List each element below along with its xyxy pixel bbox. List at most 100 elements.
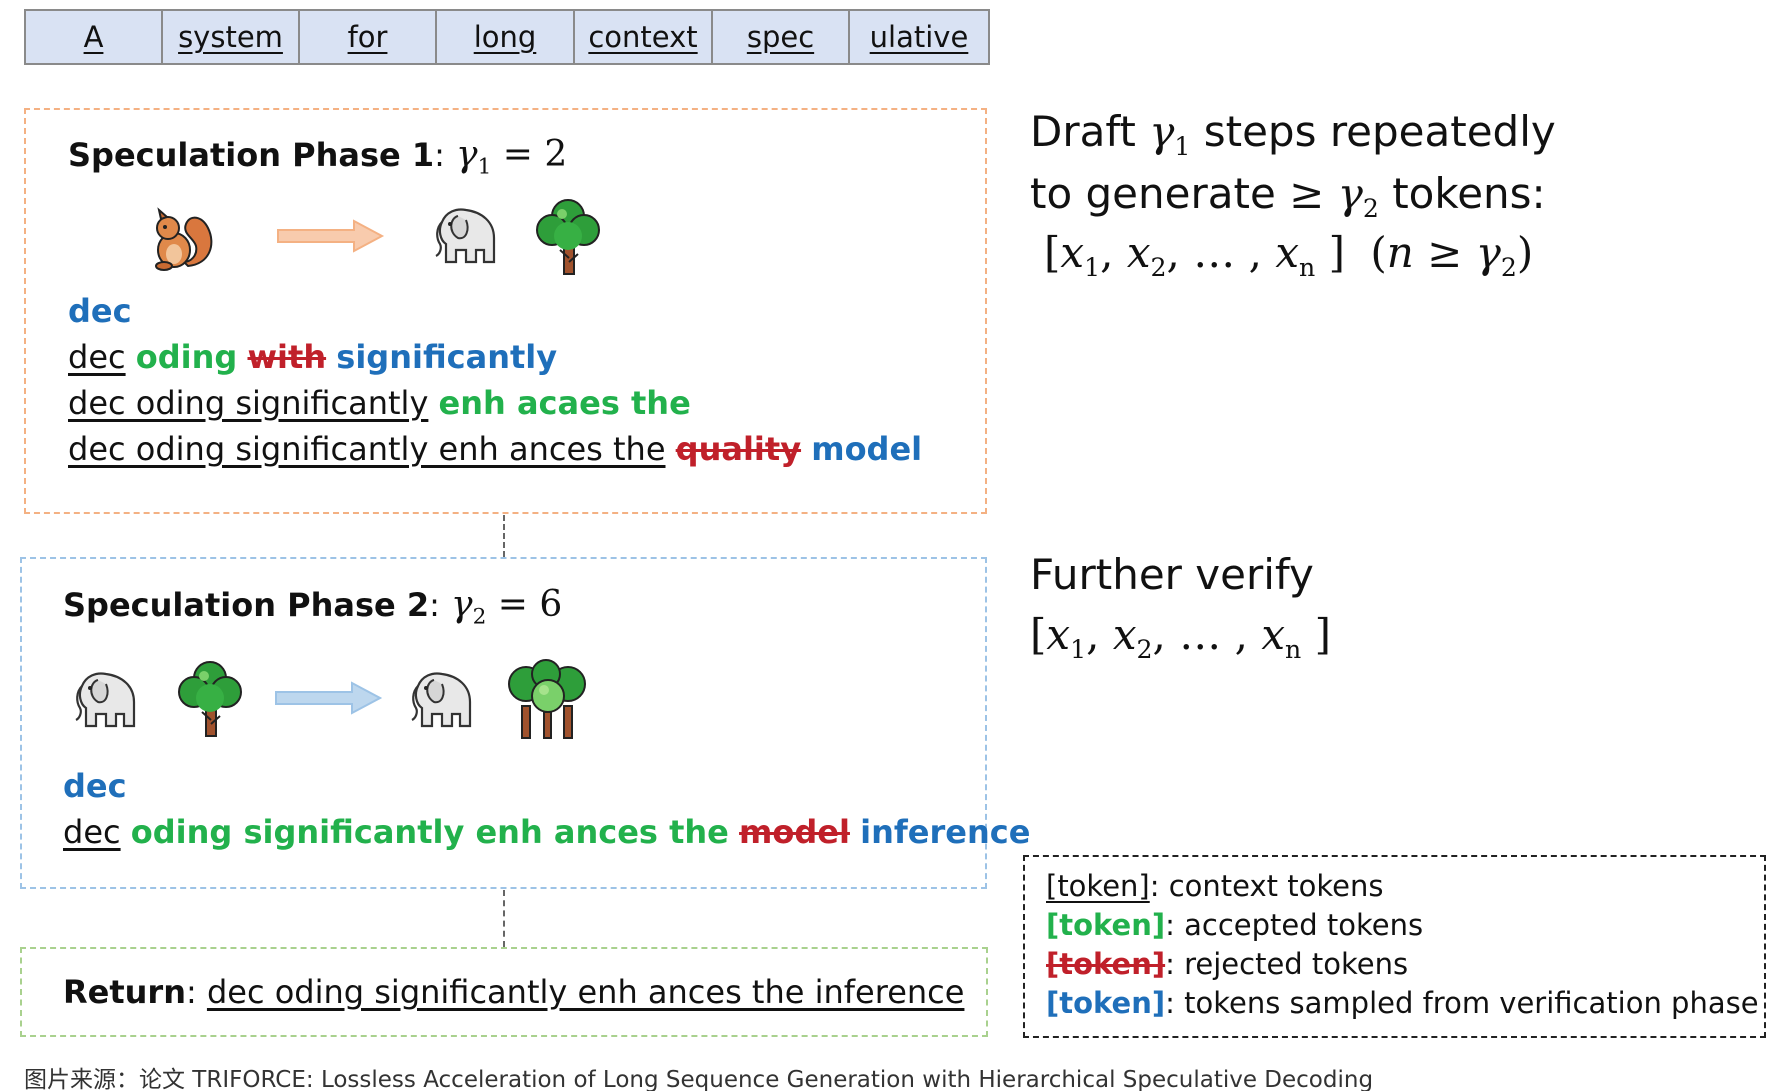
legend-context-desc: : context tokens [1149, 869, 1384, 903]
draft-line2-gamma-symbol: γ [1337, 169, 1363, 218]
context-token-cell: context [575, 11, 713, 63]
context-token-cell: long [437, 11, 575, 63]
phase-1-line-4: dec oding significantly enh ances the qu… [68, 430, 922, 468]
verify-formula: [x1, x2, … , xn ] [1030, 610, 1331, 664]
verify-xn: x [1261, 610, 1286, 659]
draft-line1-post: steps repeatedly [1203, 107, 1556, 156]
draft-explanation-line-1: Draft γ1 steps repeatedly [1030, 101, 1556, 178]
rejected-token: model [739, 813, 850, 851]
legend-accepted-desc: : accepted tokens [1165, 908, 1424, 942]
phase-2-gamma-value: = 6 [497, 584, 563, 625]
verify-x2: x [1112, 610, 1137, 659]
formula-x2-index: 2 [1150, 252, 1167, 282]
accepted-token: enh acaes the [438, 384, 691, 422]
arrow-right-icon [275, 681, 383, 715]
verify-x2-index: 2 [1136, 634, 1153, 664]
formula-bracket-close: ] [1328, 228, 1345, 277]
legend-row-accepted: [token]: accepted tokens [1046, 908, 1764, 947]
verify-sep1: , [1086, 610, 1100, 659]
speculation-phase-1-box [24, 108, 987, 514]
legend-box: [token]: context tokens [token]: accepte… [1023, 855, 1766, 1038]
forest-icon [508, 659, 586, 739]
phase-1-gamma-index: 1 [477, 154, 492, 180]
context-token: dec oding significantly enh ances the [68, 430, 666, 468]
phase-1-gamma: γ1 = 2 [456, 134, 568, 180]
formula-cond-gamma: γ [1475, 228, 1501, 277]
sampled-token: model [811, 430, 923, 468]
elephant-icon [435, 208, 496, 264]
legend-rejected-desc: : rejected tokens [1165, 947, 1409, 981]
phase-2-line-2: dec oding significantly enh ances the mo… [63, 813, 1030, 851]
formula-bracket-open: [ [1044, 228, 1061, 277]
return-line: Return: dec oding significantly enh ance… [63, 973, 964, 1011]
arrow-right-icon [277, 219, 385, 253]
phase-2-title: Speculation Phase 2: γ2 = 6 [63, 584, 562, 630]
formula-cond-gamma-index: 2 [1500, 252, 1517, 282]
tree-icon [536, 199, 600, 275]
phase-2-title-colon: : [429, 586, 440, 624]
context-token: dec [68, 338, 126, 376]
context-token-cell: for [300, 11, 437, 63]
formula-x2: x [1126, 228, 1151, 277]
phase-1-gamma-symbol: γ [456, 134, 478, 175]
formula-cond-n: n [1386, 228, 1414, 277]
return-label: Return [63, 973, 186, 1011]
accepted-token: oding significantly enh ances the [130, 813, 729, 851]
phase-1-title: Speculation Phase 1: γ1 = 2 [68, 134, 567, 180]
sampled-token: inference [860, 813, 1031, 851]
legend-rejected-swatch: [token] [1046, 947, 1166, 981]
return-box [20, 947, 988, 1037]
formula-dots: … , [1193, 228, 1262, 277]
verify-x1: x [1046, 610, 1071, 659]
phase-2-gamma-symbol: γ [451, 584, 473, 625]
draft-line2-geq: ≥ [1289, 169, 1325, 218]
draft-line1-gamma-index: 1 [1174, 131, 1191, 161]
legend-accepted-swatch: [token] [1046, 908, 1166, 942]
draft-line2-gamma-index: 2 [1362, 193, 1379, 223]
speculation-phase-2-box [20, 557, 987, 889]
legend-sampled-desc: : tokens sampled from verification phase [1165, 986, 1759, 1020]
formula-x1-index: 1 [1084, 252, 1101, 282]
phase-2-gamma-index: 2 [472, 604, 487, 630]
context-token-cell: system [163, 11, 300, 63]
legend-context-swatch: [token] [1046, 869, 1150, 903]
draft-line1-pre: Draft [1030, 107, 1136, 156]
formula-sep2: , [1166, 228, 1180, 277]
phase-connector-1 [503, 515, 505, 557]
tree-icon [178, 661, 242, 737]
formula-sep1: , [1100, 228, 1114, 277]
return-text: dec oding significantly enh ances the in… [206, 973, 965, 1011]
formula-xn: x [1275, 228, 1300, 277]
verify-sep2: , [1152, 610, 1166, 659]
phase-1-line-2: dec oding with significantly [68, 338, 557, 376]
context-token: dec [63, 813, 121, 851]
legend-row-context: [token]: context tokens [1046, 869, 1764, 908]
sampled-token: significantly [336, 338, 558, 376]
phase-connector-2 [503, 890, 505, 947]
formula-xn-index: n [1299, 252, 1316, 282]
formula-cond-geq: ≥ [1427, 228, 1463, 277]
squirrel-icon [155, 207, 213, 271]
sampled-token: dec [63, 767, 127, 805]
phase-1-title-label: Speculation Phase 1 [68, 136, 435, 174]
elephant-icon [75, 672, 136, 728]
context-token-cell: A [26, 11, 163, 63]
legend-row-sampled: [token]: tokens sampled from verificatio… [1046, 986, 1764, 1025]
phase-2-line-1: dec [63, 767, 127, 805]
draft-line1-gamma: γ1 [1149, 107, 1190, 161]
rejected-token: quality [675, 430, 802, 468]
draft-line1-gamma-symbol: γ [1149, 107, 1175, 156]
draft-explanation-line-2: to generate ≥ γ2 tokens: [1030, 163, 1546, 240]
phase-1-gamma-value: = 2 [502, 134, 568, 175]
verify-bracket-open: [ [1030, 610, 1047, 659]
phase-2-gamma: γ2 = 6 [451, 584, 563, 630]
phase-1-line-3: dec oding significantly enh acaes the [68, 384, 691, 422]
context-token-cell: spec [713, 11, 850, 63]
verify-xn-index: n [1285, 634, 1302, 664]
legend-row-rejected: [token]: rejected tokens [1046, 947, 1764, 986]
context-token-cell: ulative [869, 20, 969, 54]
phase-1-title-colon: : [434, 136, 445, 174]
draft-formula: [x1, x2, … , xn ] (n ≥ γ2) [1044, 228, 1533, 282]
context-token-row: A system for long context spec ulative [24, 9, 990, 65]
context-token: dec oding significantly [68, 384, 429, 422]
